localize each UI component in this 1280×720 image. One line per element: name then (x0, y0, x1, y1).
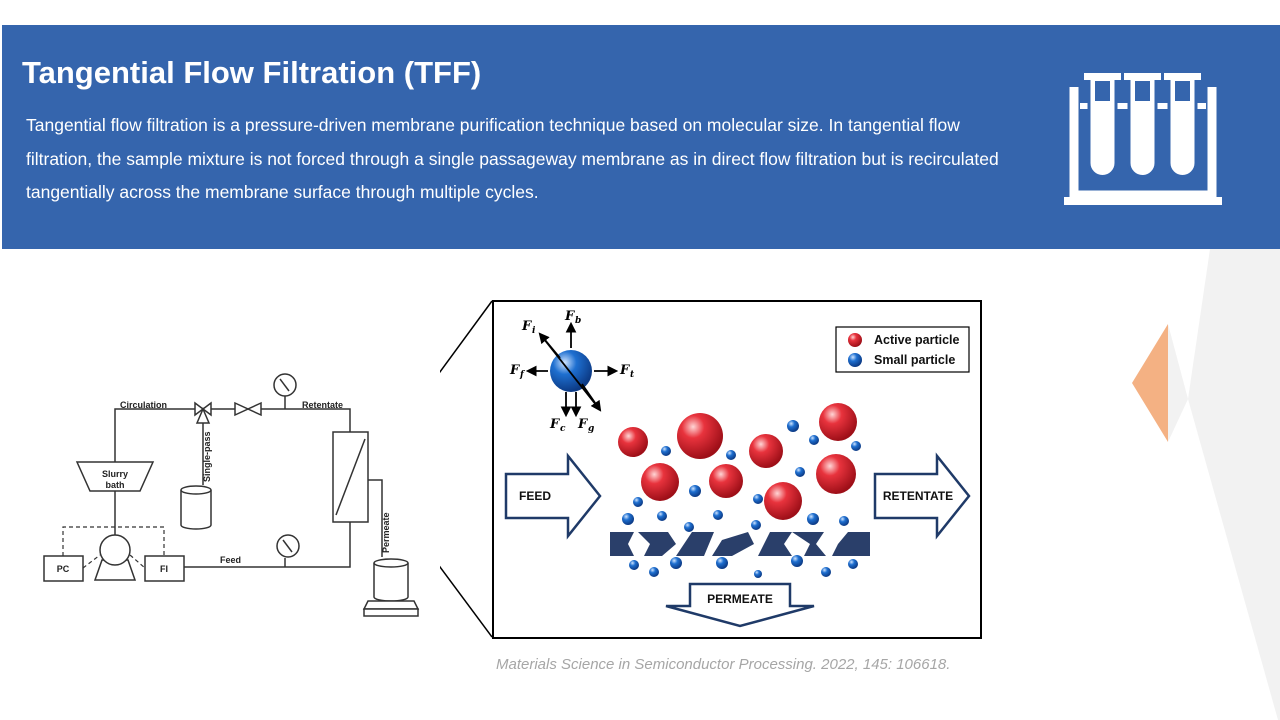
particles (618, 403, 861, 578)
small-particle (689, 485, 701, 497)
force-ft-sub: t (630, 370, 635, 380)
circulation-label: Circulation (120, 400, 167, 410)
force-ft-label: F (619, 363, 630, 378)
force-fb-sub: b (575, 316, 581, 326)
small-particle (809, 435, 819, 445)
force-fb-label: F (564, 309, 575, 324)
small-particle (807, 513, 819, 525)
permeate-arrow (665, 582, 815, 628)
test-tube-rack-icon (1064, 73, 1222, 205)
small-particle (726, 450, 736, 460)
slurry-bath-label-1: Slurry (102, 469, 128, 479)
small-particle (839, 516, 849, 526)
legend-active-label: Active particle (874, 333, 960, 347)
force-diagram: F b F i F f F t F c F g (509, 309, 635, 434)
small-particle (848, 559, 858, 569)
tff-process-schematic: Circulation Retentate Single-pass Slurry… (40, 365, 440, 645)
citation: Materials Science in Semiconductor Proce… (496, 656, 951, 673)
pc-label: PC (57, 564, 70, 574)
single-pass-label: Single-pass (202, 431, 212, 482)
active-particle (709, 464, 743, 498)
small-particle (751, 520, 761, 530)
force-fc-sub: c (560, 424, 566, 434)
legend-active-marker (848, 333, 862, 347)
slurry-bath-label-2: bath (106, 480, 125, 490)
small-particle (649, 567, 659, 577)
small-particle (753, 494, 763, 504)
force-particle (550, 350, 592, 392)
force-ff-sub: f (519, 370, 526, 380)
active-particle (618, 427, 648, 457)
small-particle (622, 513, 634, 525)
small-particle (716, 557, 728, 569)
permeate-label: Permeate (381, 512, 391, 553)
fi-label: FI (160, 564, 168, 574)
active-particle (819, 403, 857, 441)
legend: Active particle Small particle (835, 326, 970, 373)
feed-label: Feed (220, 555, 241, 565)
active-particle (641, 463, 679, 501)
feed-arrow-label: FEED (519, 489, 551, 503)
force-fi-label: F (521, 319, 532, 334)
force-fg-label: F (577, 417, 588, 432)
small-particle (633, 497, 643, 507)
side-decoration (1132, 249, 1280, 720)
force-ff-label: F (509, 363, 520, 378)
legend-small-marker (848, 353, 862, 367)
header-banner: Tangential Flow Filtration (TFF) Tangent… (2, 25, 1280, 249)
small-particle (713, 510, 723, 520)
active-particle (749, 434, 783, 468)
small-particle (795, 467, 805, 477)
membrane (610, 532, 870, 556)
force-fg-sub: g (588, 424, 594, 434)
slide-title: Tangential Flow Filtration (TFF) (22, 55, 482, 90)
force-fi-sub: i (532, 326, 536, 336)
small-particle (787, 420, 799, 432)
small-particle (657, 511, 667, 521)
small-particle (851, 441, 861, 451)
small-particle (670, 557, 682, 569)
active-particle (764, 482, 802, 520)
slide-description: Tangential flow filtration is a pressure… (26, 115, 999, 202)
small-particle (821, 567, 831, 577)
small-particle (684, 522, 694, 532)
active-particle (677, 413, 723, 459)
membrane-detail-diagram: Active particle Small particle F b F i F… (492, 300, 982, 639)
small-particle (791, 555, 803, 567)
legend-small-label: Small particle (874, 353, 955, 367)
small-particle (629, 560, 639, 570)
retentate-label: Retentate (302, 400, 343, 410)
small-particle (661, 446, 671, 456)
permeate-arrow-label: PERMEATE (707, 592, 773, 606)
force-fc-label: F (549, 417, 560, 432)
retentate-arrow (873, 452, 971, 540)
small-particle (754, 570, 762, 578)
feed-arrow (504, 452, 602, 540)
active-particle (816, 454, 856, 494)
retentate-arrow-label: RETENTATE (883, 489, 953, 503)
